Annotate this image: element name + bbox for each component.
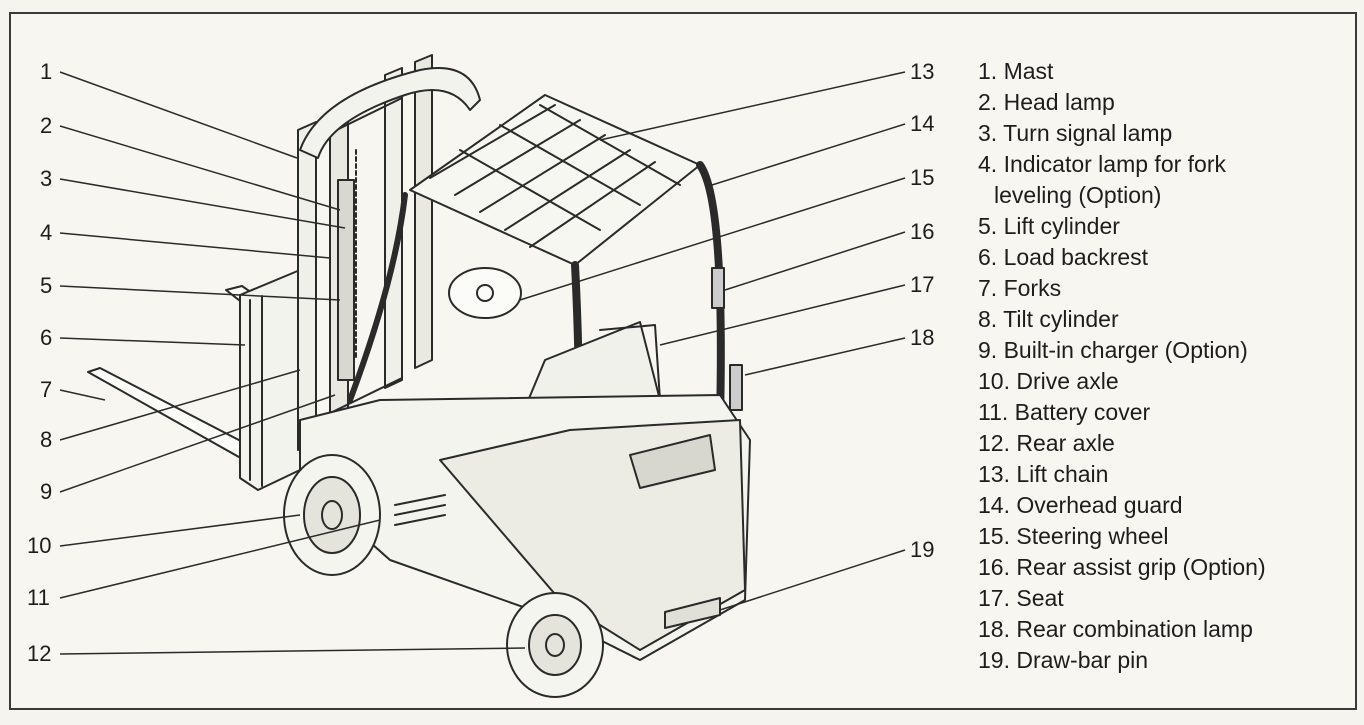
callout-2: 2	[40, 113, 52, 138]
callout-4: 4	[40, 220, 52, 245]
legend-item: 18. Rear combination lamp	[978, 616, 1253, 642]
callout-19: 19	[910, 537, 934, 562]
callout-5: 5	[40, 273, 52, 298]
mast-left	[297, 121, 317, 451]
legend-item: 11. Battery cover	[978, 399, 1151, 425]
legend-item-continuation: leveling (Option)	[994, 182, 1162, 208]
legend-item: 17. Seat	[978, 585, 1064, 611]
legend-item: 3. Turn signal lamp	[978, 120, 1173, 146]
callout-12: 12	[27, 641, 51, 666]
forklift-illustration	[87, 54, 751, 698]
legend-item: 15. Steering wheel	[978, 523, 1169, 549]
callout-14: 14	[910, 111, 934, 136]
callout-3: 3	[40, 166, 52, 191]
legend-item: 6. Load backrest	[978, 244, 1149, 270]
callout-11: 11	[27, 585, 50, 610]
callout-numbers: 1 2 3 4 5 6 7 8 9 10 11 12 13 14 15 16 1…	[27, 59, 934, 666]
legend-item: 14. Overhead guard	[978, 492, 1183, 518]
callout-17: 17	[910, 272, 934, 297]
legend-item: 5. Lift cylinder	[978, 213, 1120, 239]
legend-item: 8. Tilt cylinder	[978, 306, 1119, 332]
callout-8: 8	[40, 427, 52, 452]
mast-inner-right	[414, 54, 433, 369]
legend-item: 12. Rear axle	[978, 430, 1115, 456]
callout-15: 15	[910, 165, 934, 190]
legend-item: 2. Head lamp	[978, 89, 1115, 115]
legend-item: 9. Built-in charger (Option)	[978, 337, 1248, 363]
callout-7: 7	[40, 377, 52, 402]
load-backrest	[239, 269, 301, 491]
callout-13: 13	[910, 59, 934, 84]
callout-1: 1	[40, 59, 52, 84]
legend-item: 16. Rear assist grip (Option)	[978, 554, 1266, 580]
fork-left	[87, 367, 263, 471]
callout-6: 6	[40, 325, 52, 350]
callout-leaders	[59, 71, 906, 655]
parts-legend: 1. Mast 2. Head lamp 3. Turn signal lamp…	[978, 56, 1348, 676]
legend-item: 10. Drive axle	[978, 368, 1119, 394]
legend-item: 4. Indicator lamp for fork	[978, 151, 1226, 177]
overhead-guard	[409, 94, 701, 266]
legend-item: 19. Draw-bar pin	[978, 647, 1149, 673]
legend-item: 7. Forks	[978, 275, 1062, 301]
callout-16: 16	[910, 219, 934, 244]
steering-wheel	[448, 267, 522, 319]
legend-item: 1. Mast	[978, 58, 1054, 84]
callout-18: 18	[910, 325, 934, 350]
lift-cylinder	[337, 179, 355, 381]
callout-9: 9	[40, 479, 52, 504]
callout-10: 10	[27, 533, 51, 558]
legend-item: 13. Lift chain	[978, 461, 1109, 487]
